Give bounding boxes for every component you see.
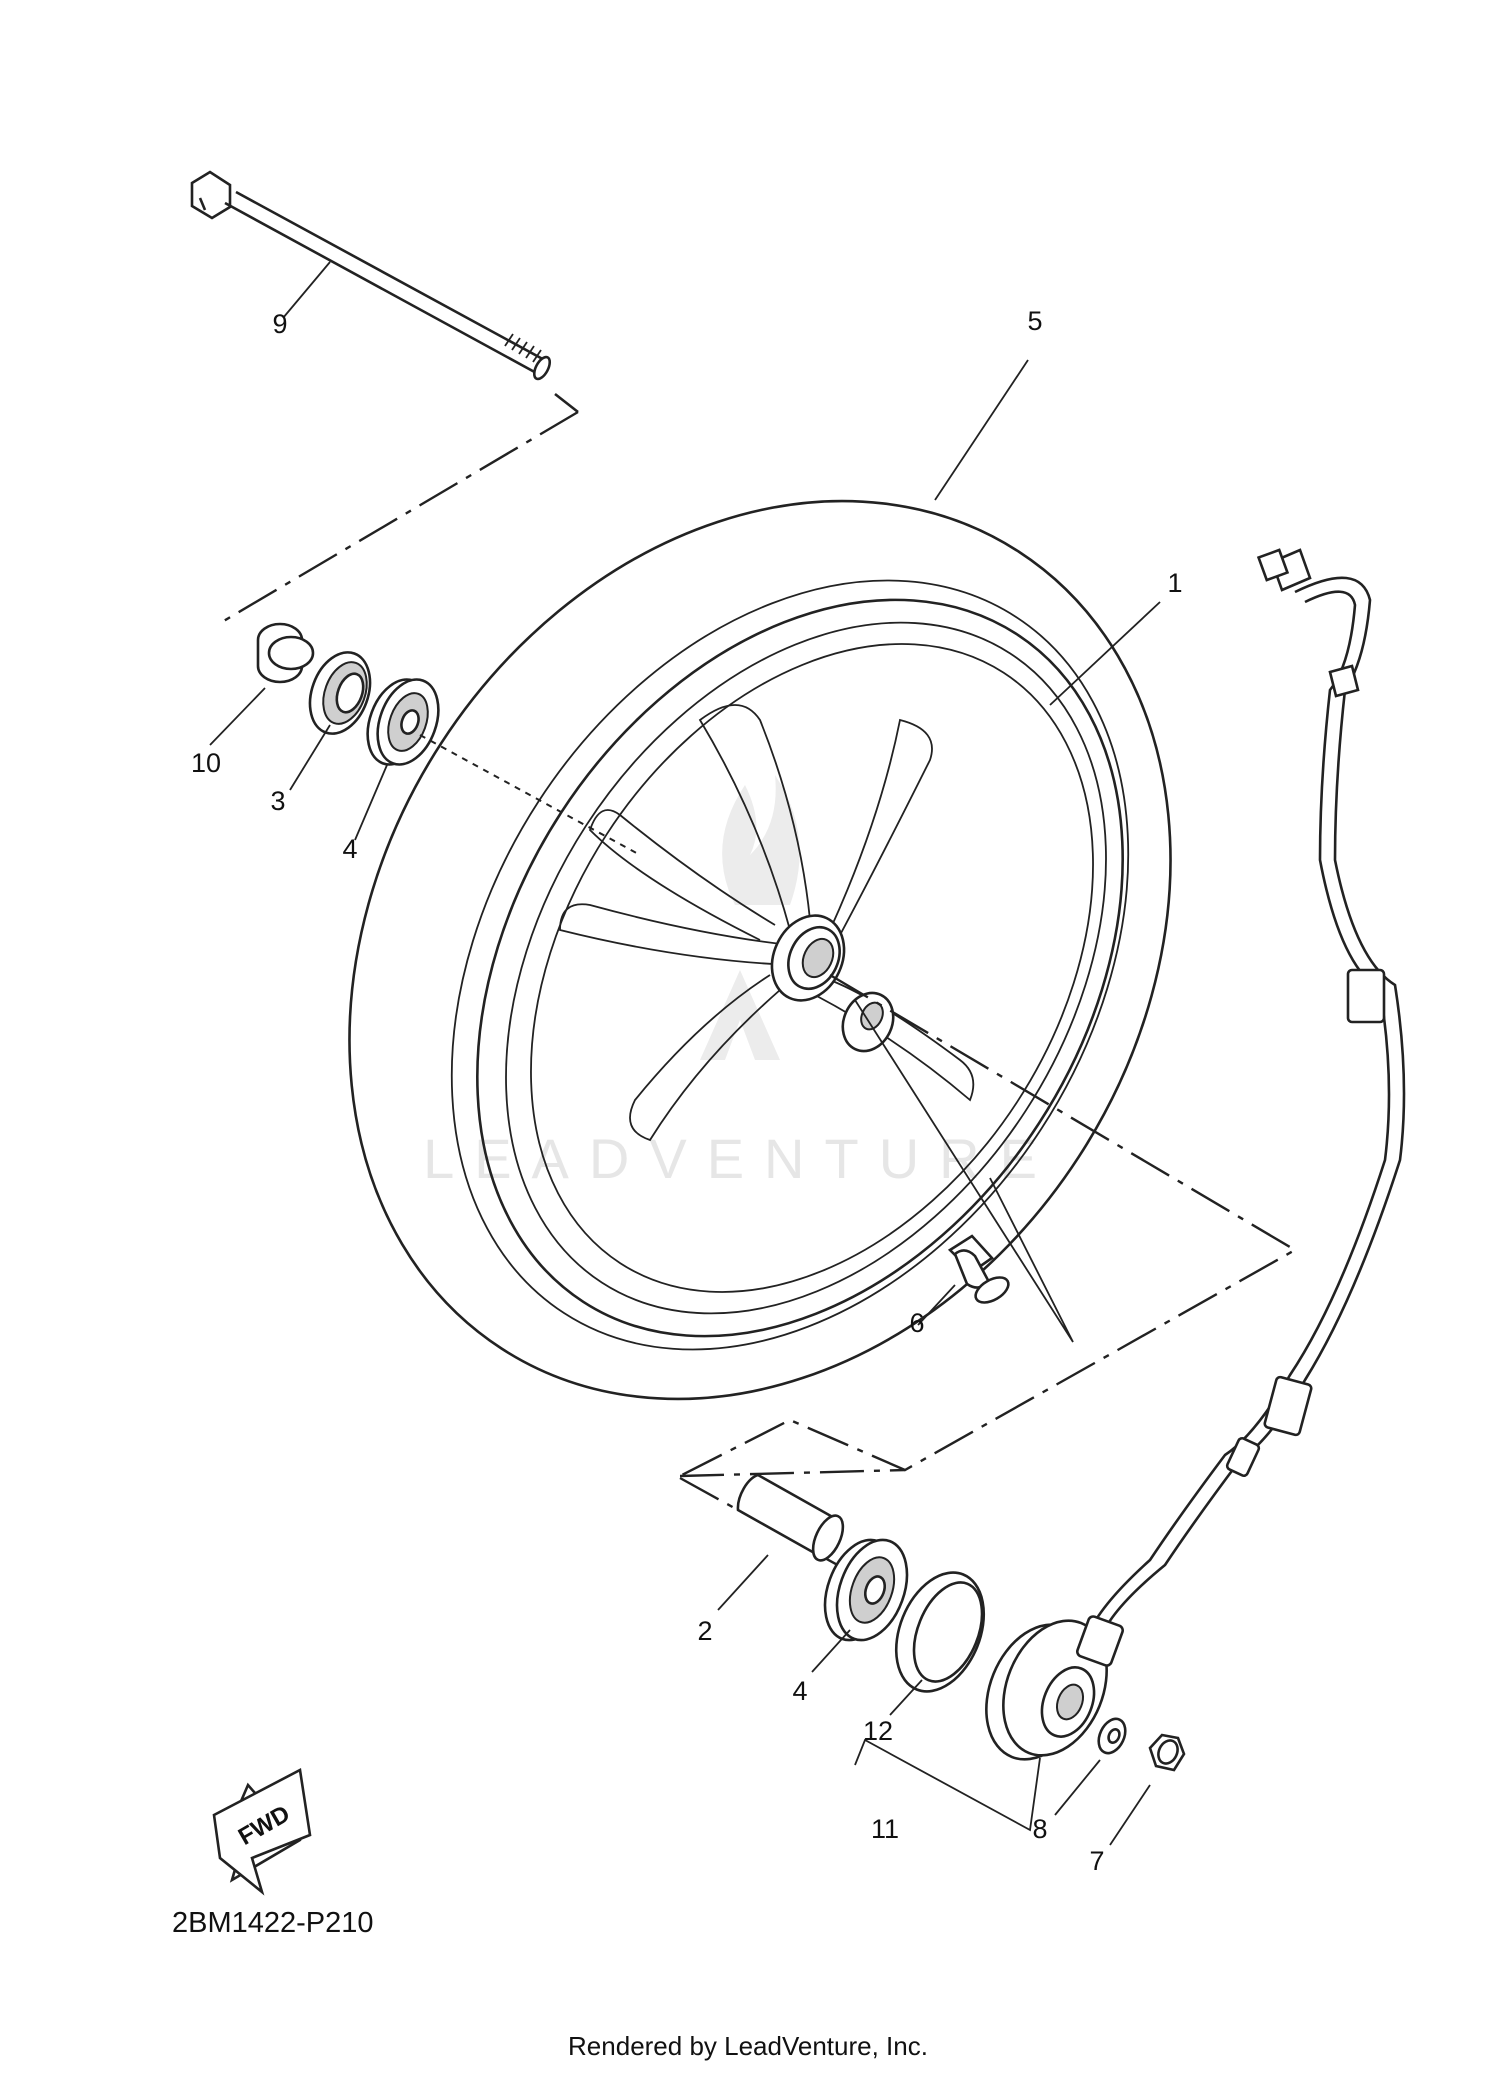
collar-part-10[interactable] [256,622,315,684]
sensor-cable[interactable] [1086,548,1406,1641]
callout-8: 8 [1032,1814,1047,1844]
bearing-part-4-left[interactable] [357,671,450,773]
callout-10: 10 [191,748,221,778]
washer-part-8[interactable] [1094,1715,1131,1758]
callout-1: 1 [1167,568,1182,598]
callout-9: 9 [272,309,287,339]
bearing-part-4-right[interactable] [812,1530,920,1650]
callout-4b: 4 [792,1676,807,1706]
render-credit: Rendered by LeadVenture, Inc. [568,2031,928,2061]
wheel-part-1[interactable] [344,479,1256,1457]
diagram-code: 2BM1422-P210 [172,1907,374,1939]
valve-part-6[interactable] [947,1234,1013,1308]
callout-5: 5 [1027,306,1042,336]
nut-part-7[interactable] [1148,1733,1186,1772]
callouts: 1 2 3 4 4 5 6 7 8 9 10 11 12 [191,306,1183,1876]
watermark: LEADVENTURE [423,775,1057,1190]
collar-part-2[interactable] [736,1473,849,1565]
gear-unit-part-11[interactable] [967,1605,1125,1775]
callout-4a: 4 [342,834,357,864]
leader-lines [209,261,1161,1846]
callout-6: 6 [909,1308,924,1338]
callout-12: 12 [863,1716,893,1746]
axle-part-9[interactable] [190,170,553,381]
callout-11: 11 [871,1814,899,1844]
callout-7: 7 [1089,1846,1104,1876]
callout-2: 2 [697,1616,712,1646]
watermark-text: LEADVENTURE [423,1127,1057,1190]
callout-3: 3 [270,786,285,816]
tire-part-5[interactable] [183,345,1338,1556]
oil-seal-part-12[interactable] [880,1560,1001,1705]
forward-arrow-icon: FWD [212,1768,312,1896]
watermark-logo [700,775,800,1060]
